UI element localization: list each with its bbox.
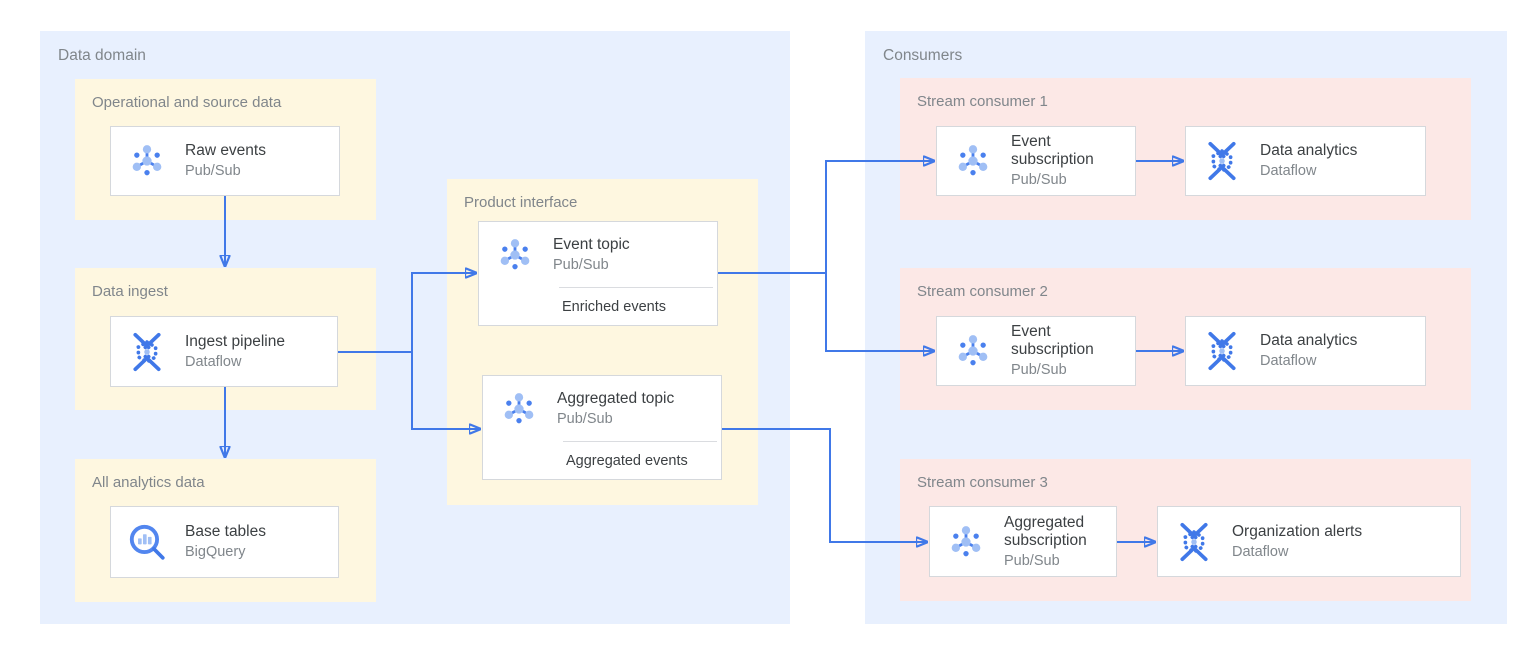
card-title: Data analytics <box>1260 332 1358 349</box>
card-title: Aggregated subscription <box>1004 513 1087 549</box>
card-title: Data analytics <box>1260 142 1358 159</box>
card-title: Event subscription <box>1011 323 1094 358</box>
dataflow-icon <box>1171 520 1217 564</box>
dataflow-icon <box>124 330 170 374</box>
card-divider <box>559 287 713 288</box>
card-title: Event subscription <box>1011 133 1094 168</box>
service-name: Pub/Sub <box>553 256 609 273</box>
card-event-topic: Event topic Pub/Sub Enriched events <box>478 221 718 326</box>
card-title: Event topic <box>553 235 630 253</box>
card-base-tables: Base tables BigQuery <box>110 506 339 578</box>
group-label: Operational and source data <box>92 94 282 111</box>
group-label: Data ingest <box>92 283 168 300</box>
topic-tag: Enriched events <box>562 298 666 315</box>
card-title: Base tables <box>185 523 266 540</box>
card-ingest-pipeline: Ingest pipeline Dataflow <box>110 316 338 387</box>
service-name: Pub/Sub <box>1011 362 1067 378</box>
card-title: Raw events <box>185 142 266 159</box>
group-label: All analytics data <box>92 474 205 491</box>
pubsub-icon <box>124 141 170 181</box>
topic-tag: Aggregated events <box>566 452 688 469</box>
group-label: Product interface <box>464 194 578 211</box>
pubsub-icon <box>943 522 989 562</box>
service-name: Dataflow <box>1260 353 1317 369</box>
pubsub-icon <box>950 331 996 371</box>
dataflow-icon <box>1199 329 1245 373</box>
card-data-analytics-2: Data analytics Dataflow <box>1185 316 1426 386</box>
card-title: Organization alerts <box>1232 522 1363 540</box>
card-data-analytics-1: Data analytics Dataflow <box>1185 126 1426 196</box>
group-label: Stream consumer 1 <box>917 93 1048 110</box>
card-event-subscription-2: Event subscription Pub/Sub <box>936 316 1136 386</box>
card-raw-events: Raw events Pub/Sub <box>110 126 340 196</box>
card-title: Aggregated topic <box>557 389 675 407</box>
service-name: Dataflow <box>1232 543 1289 560</box>
service-name: BigQuery <box>185 544 246 560</box>
service-name: Pub/Sub <box>557 410 613 427</box>
service-name: Pub/Sub <box>1011 172 1067 188</box>
pubsub-icon <box>950 141 996 181</box>
card-aggregated-subscription: Aggregated subscription Pub/Sub <box>929 506 1117 577</box>
card-title: Ingest pipeline <box>185 332 285 350</box>
service-name: Pub/Sub <box>185 163 241 179</box>
group-label: Stream consumer 3 <box>917 474 1048 491</box>
group-label: Stream consumer 2 <box>917 283 1048 300</box>
card-event-subscription-1: Event subscription Pub/Sub <box>936 126 1136 196</box>
service-name: Dataflow <box>185 353 242 370</box>
card-divider <box>563 441 717 442</box>
region-consumers-label: Consumers <box>883 47 963 64</box>
card-aggregated-topic: Aggregated topic Pub/Sub Aggregated even… <box>482 375 722 480</box>
pubsub-icon <box>496 389 542 429</box>
dataflow-icon <box>1199 139 1245 183</box>
pubsub-icon <box>492 235 538 275</box>
service-name: Pub/Sub <box>1004 552 1060 569</box>
region-data-domain-label: Data domain <box>58 47 146 64</box>
service-name: Dataflow <box>1260 163 1317 179</box>
card-organization-alerts: Organization alerts Dataflow <box>1157 506 1461 577</box>
bigquery-icon <box>124 520 170 564</box>
